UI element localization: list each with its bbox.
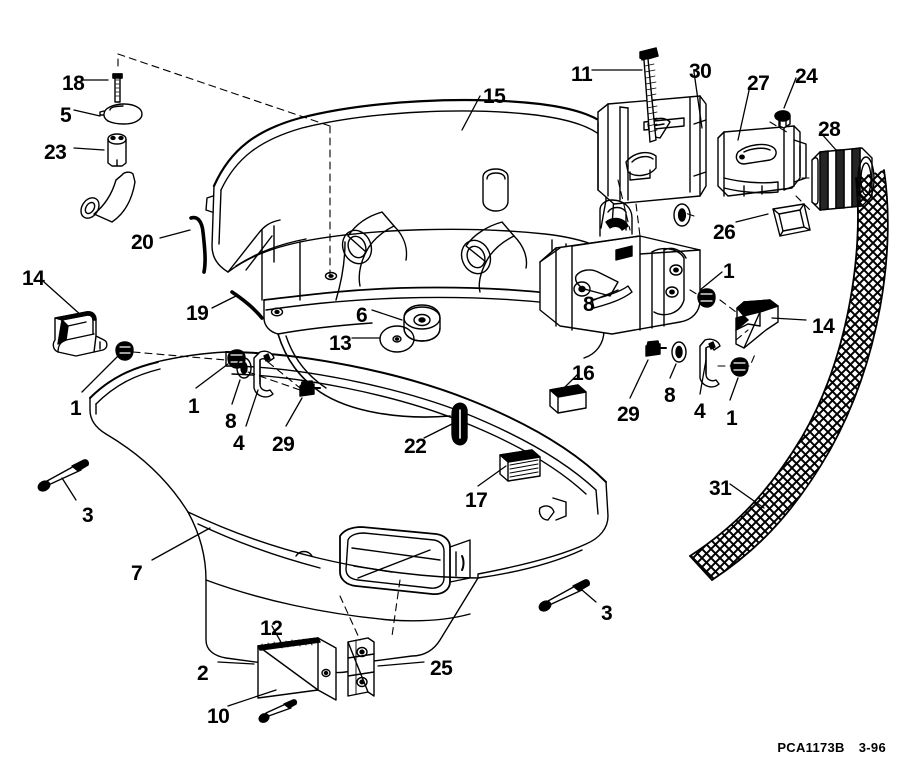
part-14-latch-handle-left <box>52 311 108 357</box>
callout-1-a: 1 <box>70 397 82 420</box>
callout-15: 15 <box>483 85 506 108</box>
seal-strip-20 <box>189 215 207 274</box>
callout-11: 11 <box>571 63 593 86</box>
part-1-grommet-c <box>697 288 716 308</box>
callout-20: 20 <box>131 231 154 254</box>
callout-7: 7 <box>131 562 143 585</box>
drawing-revision-date: 3-96 <box>858 740 886 755</box>
part-29-screw-a <box>299 380 321 397</box>
part-10-screw <box>258 699 298 723</box>
part-14-latch-handle-right <box>735 299 779 349</box>
callout-31: 31 <box>709 477 732 500</box>
drawing-number-text: PCA1173B <box>777 740 845 755</box>
callout-10: 10 <box>207 705 230 728</box>
callout-14-right: 14 <box>812 315 835 338</box>
part-22-clip <box>451 402 468 446</box>
callout-27: 27 <box>747 72 770 95</box>
part-3-screw-b <box>538 579 590 612</box>
lower-support-bracket <box>539 199 701 335</box>
callout-12: 12 <box>260 617 283 640</box>
callout-1-c: 1 <box>723 260 735 283</box>
part-13-washer-flat <box>379 325 415 353</box>
part-26-gasket <box>772 203 811 237</box>
callout-24: 24 <box>795 65 818 88</box>
hose-elbow <box>80 171 136 223</box>
part-11-bolt <box>639 47 659 143</box>
part-18-screw <box>112 73 123 103</box>
assembly-guide-lines <box>117 53 813 641</box>
part-5-retaining-clip <box>99 103 143 125</box>
part-4-latch-hook-a <box>253 350 275 398</box>
callout-18: 18 <box>62 72 85 95</box>
callout-25: 25 <box>430 657 453 680</box>
callout-8-b: 8 <box>583 293 595 316</box>
part-23-bushing <box>107 133 127 167</box>
leader-lines <box>43 69 837 707</box>
part-17-ribbed-bumper <box>499 449 541 482</box>
part-6-grommet-large <box>403 304 441 342</box>
callout-5: 5 <box>60 104 72 127</box>
callout-14-left: 14 <box>22 267 45 290</box>
part-2-cover-plate <box>257 637 337 701</box>
callout-2: 2 <box>197 662 209 685</box>
part-8-washer-c <box>671 341 687 363</box>
callout-30: 30 <box>689 60 712 83</box>
part-27-air-intake-duct <box>717 125 807 197</box>
callout-1-b: 1 <box>188 395 200 418</box>
callout-3-b: 3 <box>601 602 613 625</box>
callout-16: 16 <box>572 362 595 385</box>
callout-17: 17 <box>465 489 488 512</box>
callout-29-b: 29 <box>617 403 640 426</box>
callout-29-a: 29 <box>272 433 295 456</box>
part-29-screw-b <box>645 340 667 357</box>
part-1-grommet-a <box>115 341 134 361</box>
callout-4-a: 4 <box>233 432 245 455</box>
callout-28: 28 <box>818 118 841 141</box>
callout-8-c: 8 <box>664 384 676 407</box>
seal-strip-19 <box>230 290 264 320</box>
callout-26: 26 <box>713 221 736 244</box>
part-24-screw <box>774 110 791 129</box>
callout-8-a: 8 <box>225 410 237 433</box>
callout-4-b: 4 <box>694 400 706 423</box>
drawing-number-block: PCA1173B 3-96 <box>777 740 886 755</box>
part-30-air-silencer-cover <box>597 95 707 205</box>
part-8-washer-a <box>236 357 252 379</box>
callout-23: 23 <box>44 141 67 164</box>
callout-6: 6 <box>356 304 368 327</box>
part-4-latch-hook-b <box>699 338 721 388</box>
part-25-latch-block <box>347 637 375 697</box>
callout-19: 19 <box>186 302 209 325</box>
part-3-screw-a <box>37 459 89 492</box>
callout-1-d: 1 <box>726 407 738 430</box>
part-7-lower-cowl <box>89 351 609 674</box>
callout-13: 13 <box>329 332 352 355</box>
callout-3-a: 3 <box>82 504 94 527</box>
part-16-bumper-block <box>549 384 587 414</box>
part-1-grommet-d <box>730 357 749 377</box>
callout-22: 22 <box>404 435 427 458</box>
part-8-washer-b <box>673 203 691 227</box>
